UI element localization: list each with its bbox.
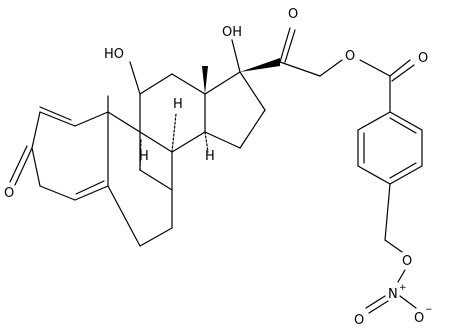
stereo-hydrogens: H H H (139, 97, 215, 171)
hydroxyl-11: HO (104, 47, 141, 95)
h-8-label: H (173, 97, 183, 112)
nitrate-o1-label: O (402, 254, 412, 269)
ketone-o-label: O (4, 186, 14, 201)
ester-carbonyl: O (389, 51, 428, 82)
ring-b (107, 111, 173, 247)
nitrate-plus-label: + (399, 283, 407, 293)
oh-17-label: OH (222, 25, 242, 40)
ester-o-label: O (345, 49, 355, 64)
benzene-ring (357, 75, 423, 185)
nitrate-group: O N + O O − (354, 183, 433, 328)
h-14-label: H (205, 149, 215, 164)
nitrate-o3-label: O (414, 311, 424, 326)
ring-a (31, 106, 109, 201)
nitrate-n-label: N (388, 287, 398, 302)
h-9-label: H (139, 149, 149, 164)
side-chain: O O (240, 7, 391, 77)
nitrate-o2-label: O (354, 313, 364, 328)
ketone-group: O (4, 145, 33, 201)
ring-c (139, 73, 206, 191)
oh-11-label: HO (104, 47, 124, 62)
hydroxyl-17: OH (222, 25, 242, 73)
ring-d (204, 71, 266, 149)
nitrate-minus-label: − (425, 305, 433, 315)
carbonyl-o-label: O (418, 51, 428, 66)
c13-methyl-wedge (202, 66, 208, 94)
c20-o-label: O (288, 7, 298, 22)
